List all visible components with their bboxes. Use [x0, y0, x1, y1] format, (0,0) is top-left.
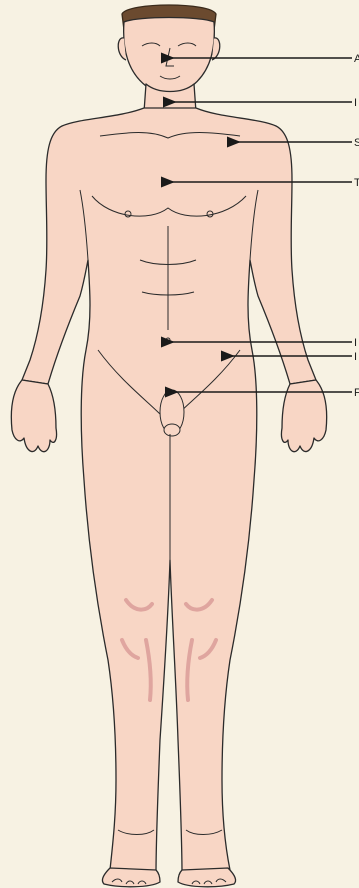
label-shoulder: S	[354, 137, 359, 149]
label-groin: I	[354, 351, 357, 363]
right-hand	[281, 380, 326, 452]
label-genitals: F	[354, 387, 359, 399]
label-mouth: A	[354, 53, 359, 65]
label-abdomen: I	[354, 337, 357, 349]
left-hand	[11, 380, 56, 452]
right-foot	[178, 868, 236, 887]
label-neck: I	[354, 97, 357, 109]
torso	[22, 108, 316, 874]
label-texts: A I S T I I F	[354, 53, 359, 399]
left-foot	[102, 868, 160, 887]
label-chest: T	[354, 177, 359, 189]
genitals-tip	[164, 424, 180, 436]
